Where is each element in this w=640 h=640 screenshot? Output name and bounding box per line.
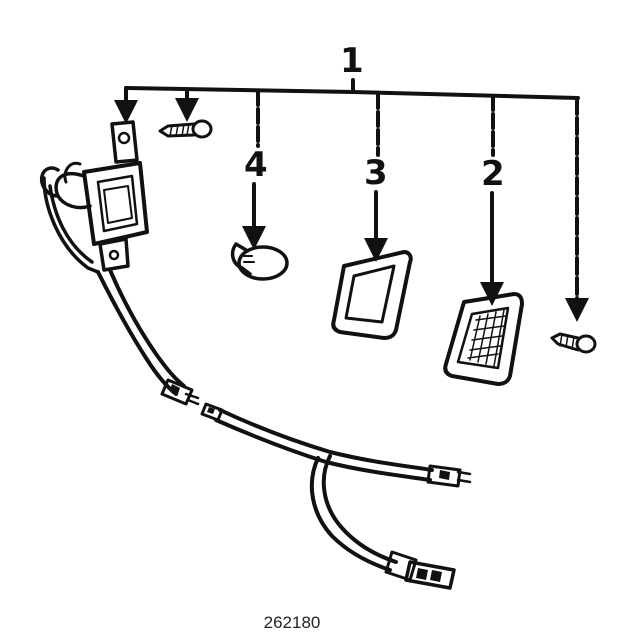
leader-arrows xyxy=(114,86,589,322)
lens xyxy=(443,292,524,386)
callout-1-bracket xyxy=(124,78,580,100)
lens-prism-pattern xyxy=(467,309,507,367)
housing-pigtail xyxy=(96,268,200,406)
callout-4: 4 xyxy=(244,145,268,185)
lamp-housing xyxy=(39,120,149,274)
callout-2: 2 xyxy=(481,154,505,194)
screw-left xyxy=(158,119,213,139)
bulb xyxy=(230,242,289,281)
screw-right xyxy=(550,332,597,354)
gasket xyxy=(331,250,413,340)
callout-3: 3 xyxy=(364,153,388,193)
callout-1: 1 xyxy=(340,41,364,81)
wiring-harness xyxy=(200,402,472,590)
figure-number: 262180 xyxy=(264,613,321,632)
